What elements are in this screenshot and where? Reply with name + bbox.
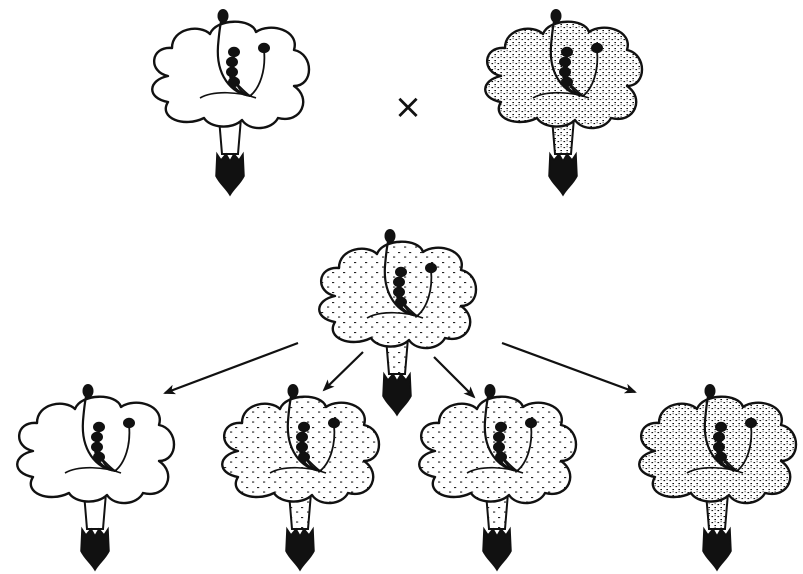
arrow-to-white-offspring	[163, 341, 299, 395]
parent-flower-white	[151, 9, 311, 197]
arrow-to-light-offspring-1	[322, 351, 364, 392]
offspring-flower-white	[16, 384, 176, 572]
f1-flower-light-speckled	[318, 229, 478, 417]
offspring-flower-light-speckled-2	[418, 384, 578, 572]
offspring-flower-light-speckled-1	[221, 384, 381, 572]
arrow-to-light-offspring-2	[433, 356, 476, 399]
arrow-to-dark-offspring	[501, 341, 637, 394]
cross-symbol: ×	[394, 87, 423, 127]
offspring-flower-dark-speckled	[638, 384, 798, 572]
parent-flower-dark-speckled	[484, 9, 644, 197]
